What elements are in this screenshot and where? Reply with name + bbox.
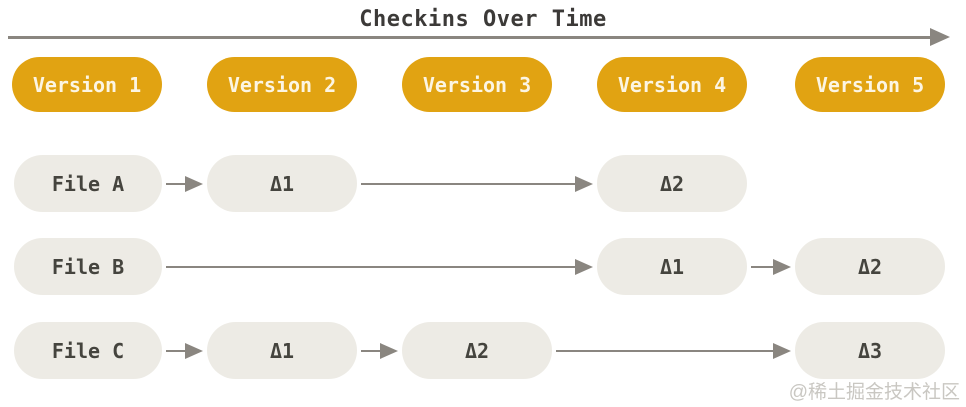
version-pill-4: Version 4 xyxy=(597,57,747,112)
delta-pill: Δ2 xyxy=(402,322,552,379)
delta-pill: Δ2 xyxy=(795,238,945,295)
timeline-title: Checkins Over Time xyxy=(359,7,607,32)
version-pill-2: Version 2 xyxy=(207,57,357,112)
file-pill-c: File C xyxy=(14,322,162,379)
delta-pill: Δ1 xyxy=(597,238,747,295)
delta-pill: Δ1 xyxy=(207,322,357,379)
version-pill-1: Version 1 xyxy=(12,57,162,112)
version-pill-5: Version 5 xyxy=(795,57,945,112)
version-pill-3: Version 3 xyxy=(402,57,552,112)
file-pill-b: File B xyxy=(14,238,162,295)
watermark: @稀土掘金技术社区 xyxy=(788,382,960,403)
file-pill-a: File A xyxy=(14,155,162,212)
delta-pill: Δ2 xyxy=(597,155,747,212)
delta-pill: Δ1 xyxy=(207,155,357,212)
delta-pill: Δ3 xyxy=(795,322,945,379)
